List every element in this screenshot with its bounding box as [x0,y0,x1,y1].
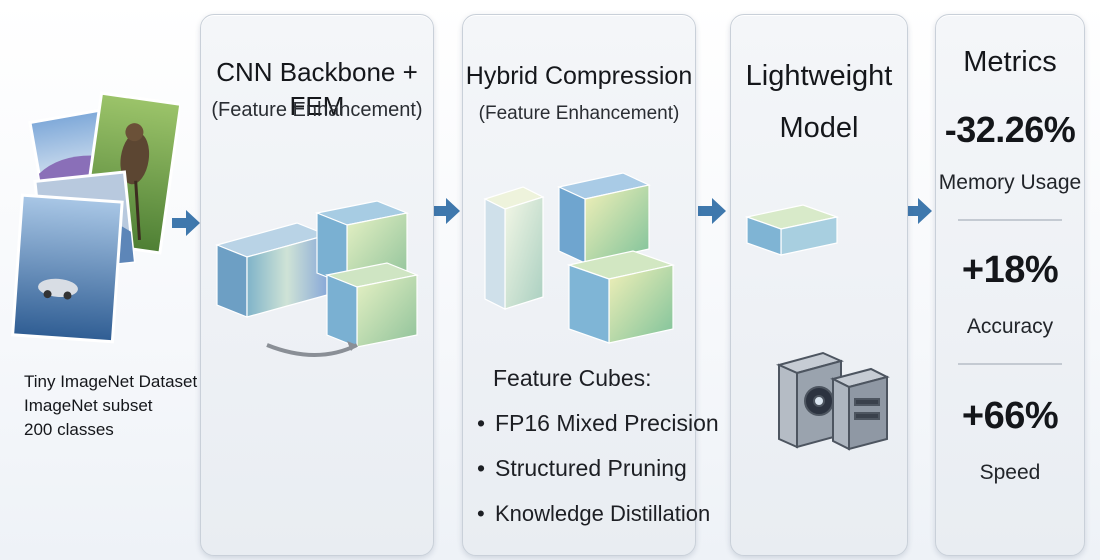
stage-panel-cnn-backbone: CNN Backbone + FEM (Feature Enhancement) [200,14,434,556]
panel-subtitle: (Feature Enhancement) [211,99,423,121]
dataset-description: Tiny ImageNet Dataset ImageNet subset 20… [24,370,197,442]
dataset-image-stack [10,88,183,348]
metric-label: Memory Usage [938,171,1082,194]
metric-value: +18% [961,249,1059,291]
divider [958,219,1062,221]
list-item: •Structured Pruning [477,446,719,491]
panel-title: CNN Backbone + FEM [216,57,418,121]
metric-label: Speed [979,461,1041,484]
feature-cube-icon [744,204,840,256]
bullet-icon: • [477,501,485,526]
flow-arrow-icon [698,198,726,224]
image-stack-icon [11,91,183,344]
feature-cubes-heading: Feature Cubes: [493,365,652,391]
metric-value: +66% [961,395,1059,437]
panel-title: Lightweight [745,60,893,92]
list-item: •Knowledge Distillation [477,491,719,536]
panel-title: Model [779,112,859,144]
feature-cube-icon [483,172,676,344]
bullet-icon: • [477,455,486,481]
stage-panel-hybrid-compression: Hybrid Compression (Feature Enhancement)… [462,14,719,556]
metrics-panel: Metrics -32.26% Memory Usage +18% Accura… [935,14,1085,556]
metrics-title: Metrics [963,46,1057,78]
divider [958,363,1062,365]
list-item: •FP16 Mixed Precision [477,401,719,446]
flow-arrow-icon [172,210,200,236]
bullet-icon: • [477,410,486,436]
feature-cube-icon [215,200,420,357]
flow-arrow-icon [904,198,932,224]
dataset-line: ImageNet subset [24,396,153,415]
flow-arrow-icon [432,198,460,224]
panel-subtitle: (Feature Enhancement) [478,103,680,124]
dataset-line: 200 classes [24,420,114,439]
metric-value: -32.26% [944,109,1076,150]
hardware-device-icon [776,351,890,451]
feature-cubes-list: •FP16 Mixed Precision •Structured Prunin… [477,401,719,536]
stage-panel-lightweight-model: Lightweight Model [730,14,908,556]
dataset-line: Tiny ImageNet Dataset [24,372,198,391]
panel-title: Hybrid Compression [465,62,693,90]
metric-label: Accuracy [966,315,1054,338]
